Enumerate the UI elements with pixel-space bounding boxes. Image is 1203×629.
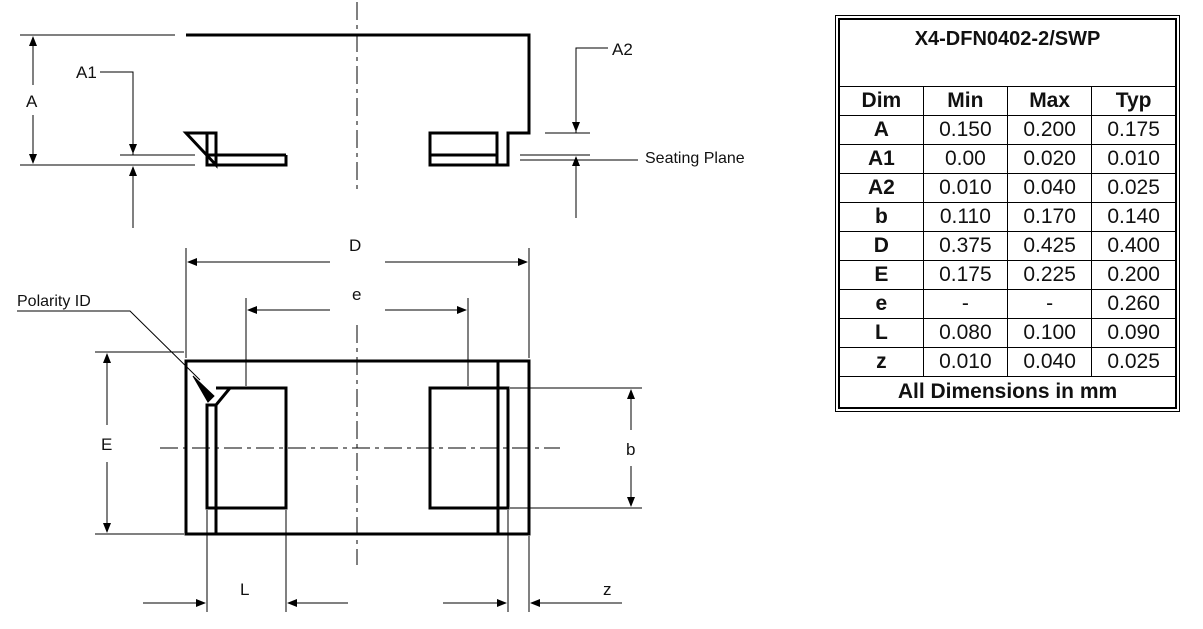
table-header-row: Dim Min Max Typ: [838, 86, 1177, 116]
table-title: X4-DFN0402-2/SWP: [838, 18, 1177, 87]
typ-cell: 0.175: [1091, 115, 1177, 145]
label-A: A: [26, 92, 38, 111]
dim-cell: A: [838, 115, 924, 145]
a2-leader: [575, 47, 608, 133]
a1-leader: [100, 71, 134, 155]
header-max: Max: [1006, 86, 1093, 116]
min-cell: 0.00: [922, 144, 1009, 174]
typ-cell: 0.140: [1091, 202, 1177, 232]
dim-cell: L: [838, 318, 924, 348]
side-view-left-foot: [205, 133, 288, 167]
label-A2: A2: [612, 40, 633, 59]
label-e: e: [352, 285, 361, 304]
dim-cell: e: [838, 289, 924, 319]
typ-cell: 0.025: [1091, 173, 1177, 203]
min-cell: 0.080: [922, 318, 1009, 348]
header-min: Min: [922, 86, 1009, 116]
max-cell: 0.225: [1006, 260, 1093, 290]
max-cell: 0.040: [1006, 347, 1093, 377]
right-pad: [428, 386, 510, 510]
label-seating-plane: Seating Plane: [645, 150, 745, 167]
table-footer: All Dimensions in mm: [838, 376, 1177, 409]
typ-cell: 0.260: [1091, 289, 1177, 319]
dim-cell: A1: [838, 144, 924, 174]
header-typ: Typ: [1091, 86, 1177, 116]
label-z: z: [603, 580, 612, 599]
typ-cell: 0.010: [1091, 144, 1177, 174]
max-cell: -: [1006, 289, 1093, 319]
min-cell: 0.010: [922, 347, 1009, 377]
max-cell: 0.040: [1006, 173, 1093, 203]
header-dim: Dim: [838, 86, 924, 116]
min-cell: 0.175: [922, 260, 1009, 290]
dim-cell: b: [838, 202, 924, 232]
top-view: [17, 248, 642, 612]
side-view-right-foot: [428, 155, 508, 167]
label-E: E: [101, 435, 112, 454]
max-cell: 0.100: [1006, 318, 1093, 348]
polarity-id-marker: [192, 375, 215, 403]
max-cell: 0.020: [1006, 144, 1093, 174]
max-cell: 0.425: [1006, 231, 1093, 261]
dim-cell: E: [838, 260, 924, 290]
min-cell: 0.010: [922, 173, 1009, 203]
typ-cell: 0.025: [1091, 347, 1177, 377]
label-L: L: [240, 580, 249, 599]
min-cell: 0.110: [922, 202, 1009, 232]
min-cell: -: [922, 289, 1009, 319]
label-D: D: [349, 236, 361, 255]
typ-cell: 0.090: [1091, 318, 1177, 348]
typ-cell: 0.200: [1091, 260, 1177, 290]
label-polarity-id: Polarity ID: [17, 293, 91, 310]
label-b: b: [626, 440, 635, 459]
min-cell: 0.375: [922, 231, 1009, 261]
max-cell: 0.200: [1006, 115, 1093, 145]
dim-cell: A2: [838, 173, 924, 203]
min-cell: 0.150: [922, 115, 1009, 145]
side-view: [20, 2, 638, 228]
max-cell: 0.170: [1006, 202, 1093, 232]
polarity-id-leader: [17, 310, 201, 381]
dim-cell: D: [838, 231, 924, 261]
dim-cell: z: [838, 347, 924, 377]
table-row: e--0.260: [838, 289, 1177, 319]
typ-cell: 0.400: [1091, 231, 1177, 261]
label-A1: A1: [76, 63, 97, 82]
top-view-body: [184, 359, 531, 536]
